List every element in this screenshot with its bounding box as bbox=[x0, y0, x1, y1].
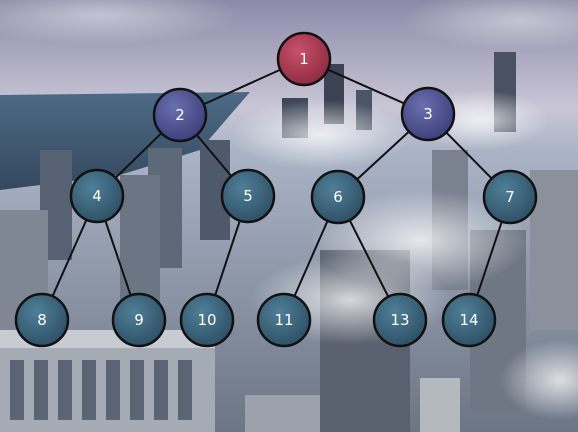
tree-node-14[interactable]: 14 bbox=[441, 292, 497, 348]
tree-node-8[interactable]: 8 bbox=[14, 292, 70, 348]
tree-node-label: 10 bbox=[197, 311, 216, 329]
tree-node-10[interactable]: 10 bbox=[179, 292, 235, 348]
tree-node-3[interactable]: 3 bbox=[400, 86, 456, 142]
tree-node-label: 2 bbox=[175, 106, 185, 124]
tree-node-label: 1 bbox=[299, 50, 309, 68]
tree-node-2[interactable]: 2 bbox=[152, 87, 208, 143]
tree-node-label: 13 bbox=[390, 311, 409, 329]
tree-node-circle[interactable] bbox=[400, 86, 456, 142]
tree-node-label: 8 bbox=[37, 311, 47, 329]
tree-node-7[interactable]: 7 bbox=[482, 169, 538, 225]
tree-node-circle[interactable] bbox=[310, 169, 366, 225]
tree-node-9[interactable]: 9 bbox=[111, 292, 167, 348]
tree-node-1[interactable]: 1 bbox=[276, 31, 332, 87]
tree-node-label: 14 bbox=[459, 311, 478, 329]
tree-node-5[interactable]: 5 bbox=[220, 168, 276, 224]
tree-node-circle[interactable] bbox=[179, 292, 235, 348]
tree-node-circle[interactable] bbox=[152, 87, 208, 143]
tree-node-circle[interactable] bbox=[372, 292, 428, 348]
tree-node-circle[interactable] bbox=[482, 169, 538, 225]
tree-node-circle[interactable] bbox=[256, 292, 312, 348]
tree-node-4[interactable]: 4 bbox=[69, 168, 125, 224]
tree-node-label: 5 bbox=[243, 187, 253, 205]
tree-node-label: 6 bbox=[333, 188, 343, 206]
tree-node-circle[interactable] bbox=[220, 168, 276, 224]
tree-node-label: 11 bbox=[274, 311, 293, 329]
tree-node-circle[interactable] bbox=[111, 292, 167, 348]
tree-node-13[interactable]: 13 bbox=[372, 292, 428, 348]
tree-node-circle[interactable] bbox=[276, 31, 332, 87]
tree-nodes: 1 2 3 4 5 6 7 8 9 10 11 13 14 bbox=[14, 31, 538, 348]
tree-node-label: 4 bbox=[92, 187, 102, 205]
tree-node-circle[interactable] bbox=[69, 168, 125, 224]
tree-node-label: 9 bbox=[134, 311, 144, 329]
tree-node-label: 7 bbox=[505, 188, 515, 206]
tree-node-6[interactable]: 6 bbox=[310, 169, 366, 225]
tree-node-circle[interactable] bbox=[441, 292, 497, 348]
tree-node-11[interactable]: 11 bbox=[256, 292, 312, 348]
tree-node-label: 3 bbox=[423, 105, 433, 123]
tree-node-circle[interactable] bbox=[14, 292, 70, 348]
